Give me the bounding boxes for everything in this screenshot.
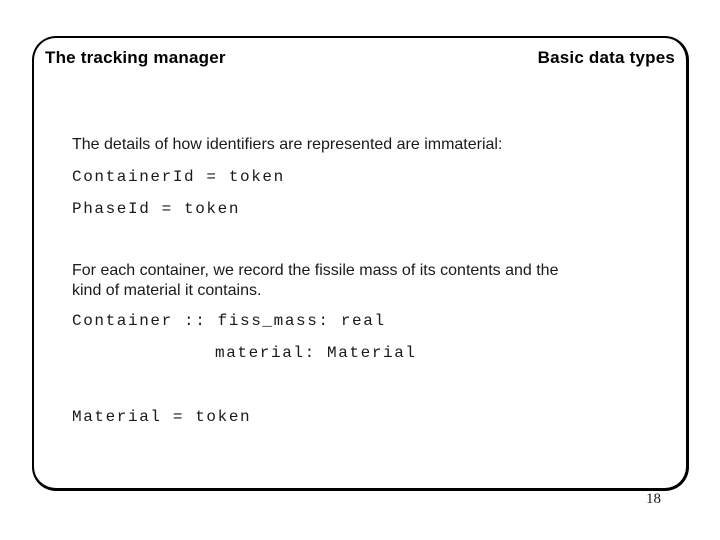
code-material: Material = token xyxy=(72,408,252,426)
slide-title: The tracking manager xyxy=(45,48,226,67)
code-phase-id: PhaseId = token xyxy=(72,200,241,218)
paragraph-line-2: kind of material it contains. xyxy=(72,282,262,299)
paragraph-line-1: For each container, we record the fissil… xyxy=(72,262,559,279)
slide-subtitle: Basic data types xyxy=(537,48,675,67)
code-container-record-line2: material: Material xyxy=(215,344,417,362)
code-container-id: ContainerId = token xyxy=(72,168,285,186)
page-number: 18 xyxy=(646,491,661,507)
intro-sentence: The details of how identifiers are repre… xyxy=(72,136,503,153)
code-container-record-line1: Container :: fiss_mass: real xyxy=(72,312,386,330)
slide-frame-border xyxy=(32,36,689,491)
